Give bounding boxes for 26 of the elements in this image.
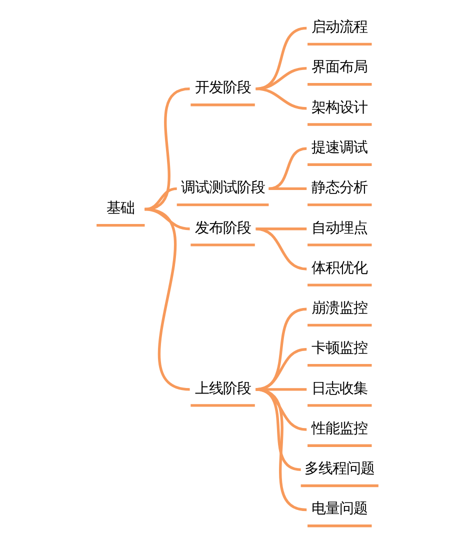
node-text: 电量问题: [311, 501, 368, 518]
node-text: 日志收集: [311, 380, 368, 397]
node-text: 架构设计: [311, 100, 368, 116]
node-text: 性能监控: [311, 420, 368, 437]
connector: [255, 388, 306, 512]
node-text: 提速调试: [311, 140, 368, 156]
connector: [144, 187, 176, 211]
node-text: 崩溃监控: [311, 300, 368, 317]
connector: [268, 147, 306, 190]
node-text: 卡顿监控: [311, 340, 368, 357]
node-text: 开发阶段: [194, 80, 250, 96]
connector: [255, 87, 306, 110]
node-text: 多线程问题: [304, 461, 374, 478]
connector: [144, 88, 190, 211]
node-text: 上线阶段: [194, 380, 250, 397]
node-text: 自动埋点: [311, 220, 368, 236]
node-text: 启动流程: [311, 20, 368, 36]
node-text: 界面布局: [311, 60, 368, 76]
node-text: 静态分析: [311, 180, 368, 196]
node-text: 基础: [106, 200, 134, 217]
node-text: 体积优化: [311, 260, 368, 276]
connector: [268, 187, 306, 190]
connector: [255, 228, 306, 270]
node-text: 调试测试阶段: [180, 180, 264, 196]
connector: [144, 208, 190, 391]
node-text: 发布阶段: [194, 220, 250, 236]
